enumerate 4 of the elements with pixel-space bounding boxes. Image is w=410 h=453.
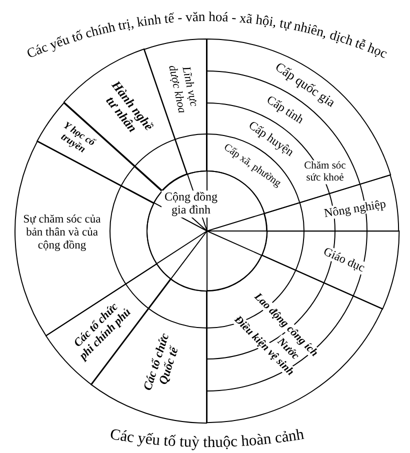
center-label: Cộng đồng gia đình [162,190,220,218]
curved-caption: Các yếu tố tuỳ thuộc hoàn cảnh [108,426,306,452]
sector-label: Chăm sóc sức khoẻ [302,160,348,184]
curved-heading: Các yếu tố chính trị, kinh tế - văn hoá - xã hội, tự nhiên, dịch tễ học [24,9,390,62]
